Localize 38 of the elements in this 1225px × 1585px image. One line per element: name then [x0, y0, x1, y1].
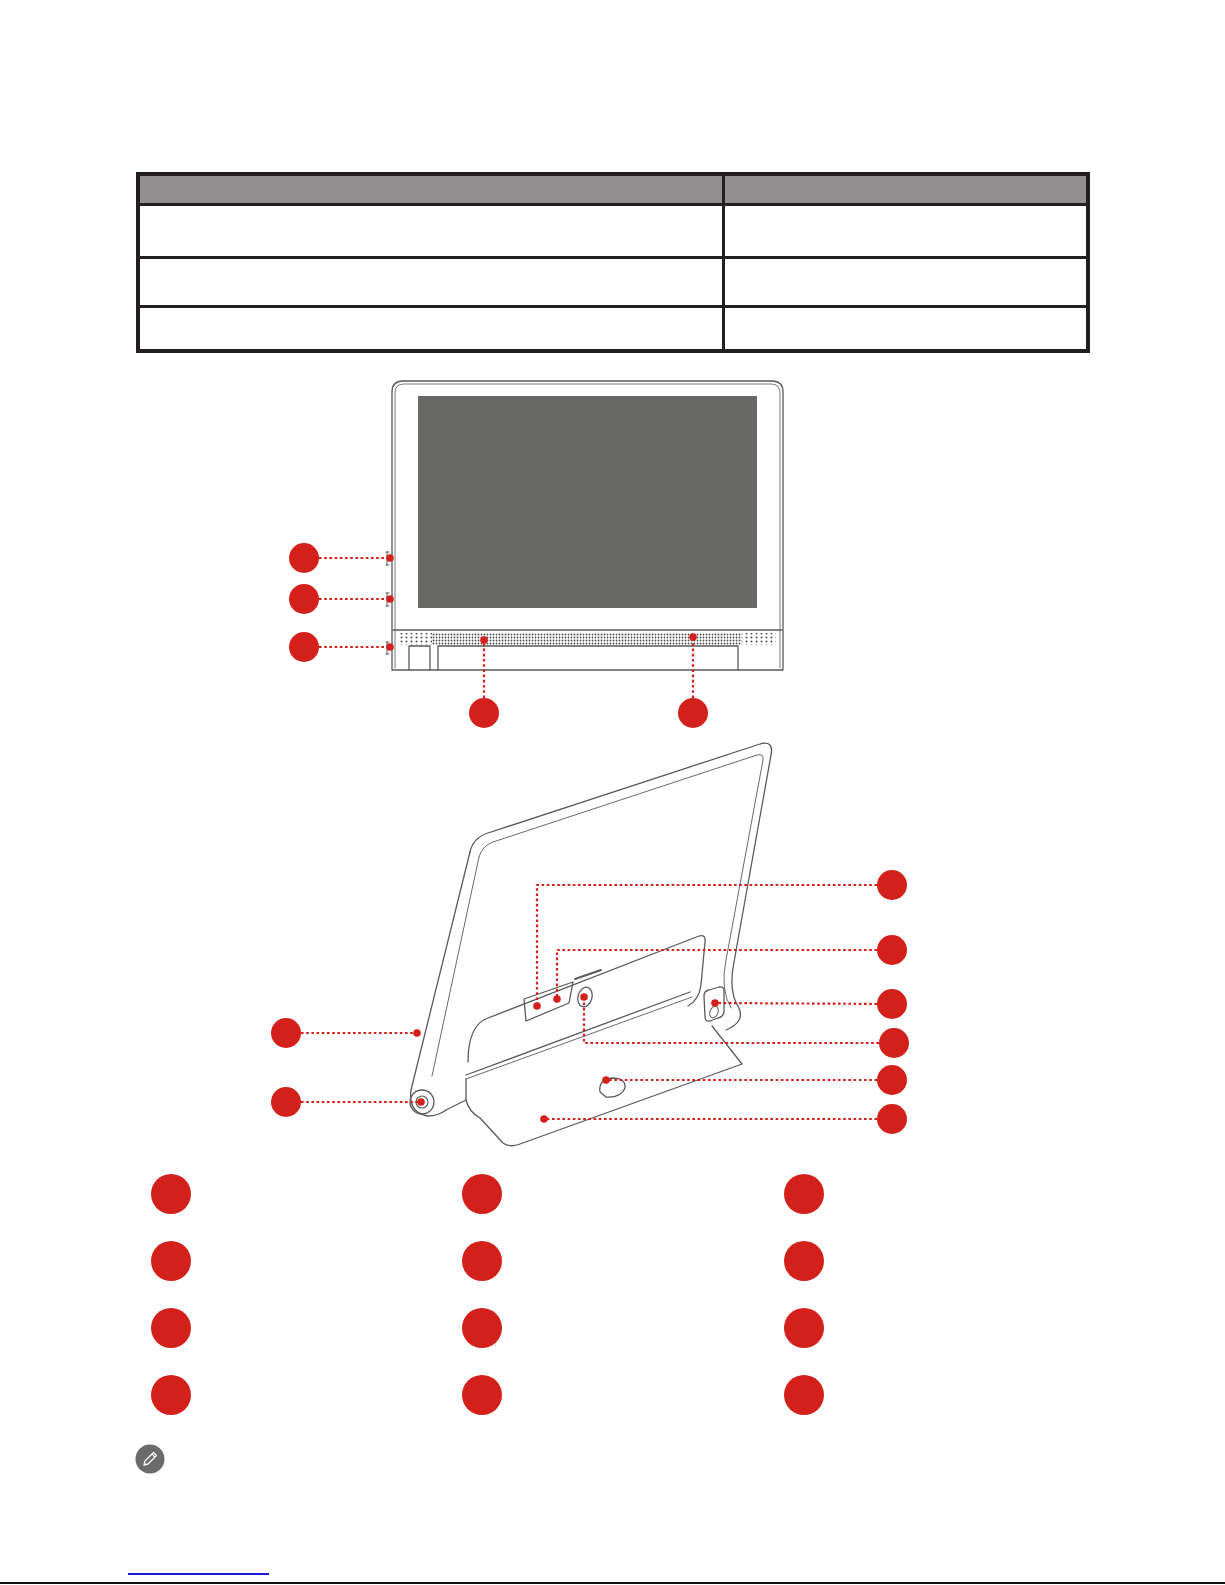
callout-marker: [784, 1375, 824, 1415]
leader-line: [553, 948, 877, 1003]
leader-line: [301, 1029, 421, 1037]
callout-marker: [462, 1308, 502, 1348]
callout-marker: [462, 1375, 502, 1415]
callout-marker: [289, 584, 319, 614]
leader-line: [319, 643, 394, 651]
leader-line: [602, 1076, 877, 1084]
callout-marker: [151, 1174, 191, 1214]
leader-line: [540, 1115, 877, 1123]
leader-line: [319, 554, 394, 562]
callout-marker: [784, 1174, 824, 1214]
leader-line: [319, 595, 394, 603]
callout-marker: [151, 1308, 191, 1348]
callout-marker: [877, 989, 907, 1019]
leader-line: [689, 633, 697, 698]
callout-marker: [151, 1241, 191, 1281]
callout-marker: [784, 1308, 824, 1348]
callout-marker: [271, 1087, 301, 1117]
callout-marker: [877, 870, 907, 900]
callout-marker: [462, 1241, 502, 1281]
callout-marker: [462, 1174, 502, 1214]
callout-marker: [784, 1241, 824, 1281]
leader-line: [533, 883, 877, 1010]
callout-marker: [879, 1028, 909, 1058]
leader-line: [711, 999, 877, 1007]
callout-marker: [877, 1104, 907, 1134]
callout-marker: [678, 698, 708, 728]
callout-marker: [877, 1065, 907, 1095]
leader-line: [480, 636, 488, 698]
callout-marker: [877, 935, 907, 965]
callout-marker: [289, 543, 319, 573]
callout-marker: [151, 1375, 191, 1415]
leader-line: [580, 993, 879, 1045]
callout-marker: [469, 698, 499, 728]
callout-marker: [289, 632, 319, 662]
callout-marker: [271, 1018, 301, 1048]
leader-line: [301, 1098, 425, 1106]
